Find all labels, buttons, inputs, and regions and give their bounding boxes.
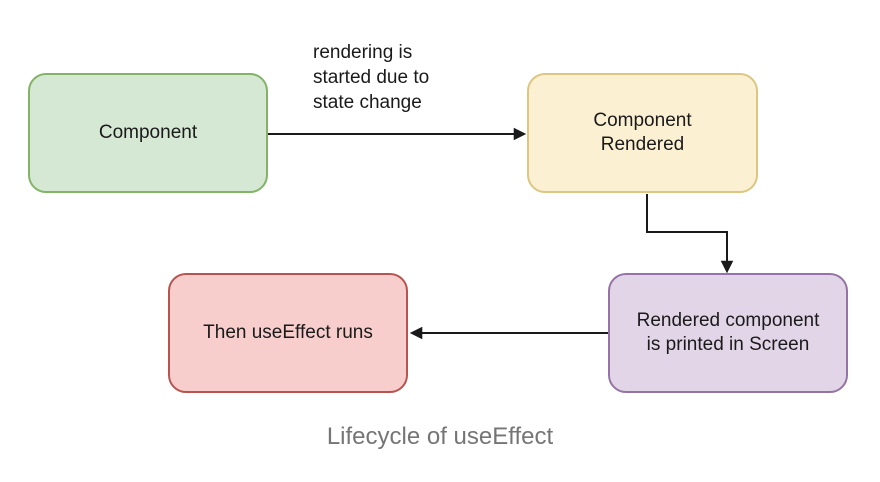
diagram-caption: Lifecycle of useEffect xyxy=(326,423,554,450)
arrow-rendered-to-screen xyxy=(646,194,727,271)
node-then-useeffect-runs: Then useEffect runs xyxy=(168,273,408,393)
node-component-rendered: Component Rendered xyxy=(527,73,758,193)
node-component: Component xyxy=(28,73,268,193)
edge-label-rendering-started: rendering is started due to state change xyxy=(313,40,430,115)
node-rendered-printed-in-screen: Rendered component is printed in Screen xyxy=(608,273,848,393)
